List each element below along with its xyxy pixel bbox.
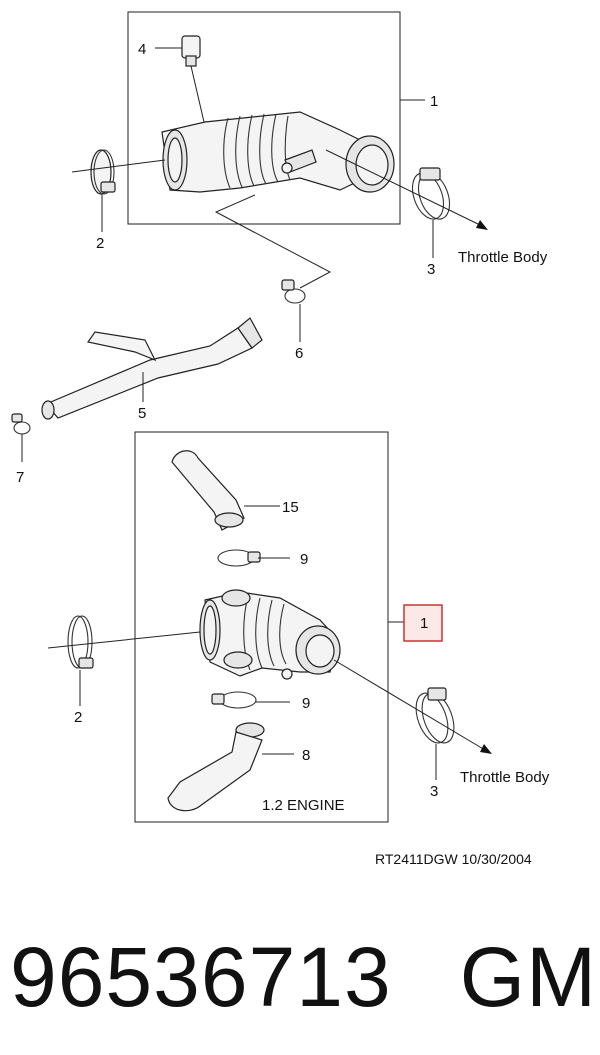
callout-3-bottom: 3 [430,783,438,800]
breather-hose-part[interactable] [41,317,263,420]
upper-assembly [71,11,488,289]
highlight-box [403,604,443,642]
callout-2-bottom: 2 [74,709,82,726]
hose-clamp-part[interactable] [90,149,116,195]
upper-frame [127,11,401,225]
hose-part[interactable] [167,722,265,812]
callout-6: 6 [295,345,303,362]
part-number-label: 96536713 GM [10,922,596,1032]
hose-part[interactable] [171,450,245,531]
engine-label: 1.2 ENGINE [262,797,345,814]
air-duct-lower-part[interactable] [199,589,341,680]
hose-clamp-part[interactable] [211,691,257,709]
hose-clamp-part[interactable] [410,687,460,747]
reference-code: RT2411DGW 10/30/2004 [375,851,532,867]
throttle-body-label-bottom: Throttle Body [460,769,550,786]
arrow-icon [476,220,488,230]
arrow-icon [480,744,492,754]
callout-4: 4 [138,41,146,58]
callout-15: 15 [282,499,299,516]
callout-1-bottom: 1 [420,615,428,632]
callout-5: 5 [138,405,146,422]
breather-hose-assembly [11,279,306,462]
lower-frame [134,431,389,823]
brand-name: GM [459,930,598,1024]
callout-9-upper: 9 [300,551,308,568]
hose-clamp-part[interactable] [281,279,306,304]
hose-clamp-part[interactable] [407,167,456,223]
part-number: 96536713 [10,930,392,1024]
callout-2-top: 2 [96,235,104,252]
callout-3-top: 3 [427,261,435,278]
lower-assembly [47,431,492,823]
callout-7: 7 [16,469,24,486]
callout-9-lower: 9 [302,695,310,712]
air-duct-upper-part[interactable] [161,111,395,193]
hose-clamp-part[interactable] [67,615,94,669]
callout-8: 8 [302,747,310,764]
hose-clamp-part[interactable] [11,413,31,435]
sensor-part[interactable] [181,35,205,123]
throttle-body-label-top: Throttle Body [458,249,548,266]
hose-clamp-part[interactable] [217,549,261,567]
callout-1-top: 1 [430,93,438,110]
